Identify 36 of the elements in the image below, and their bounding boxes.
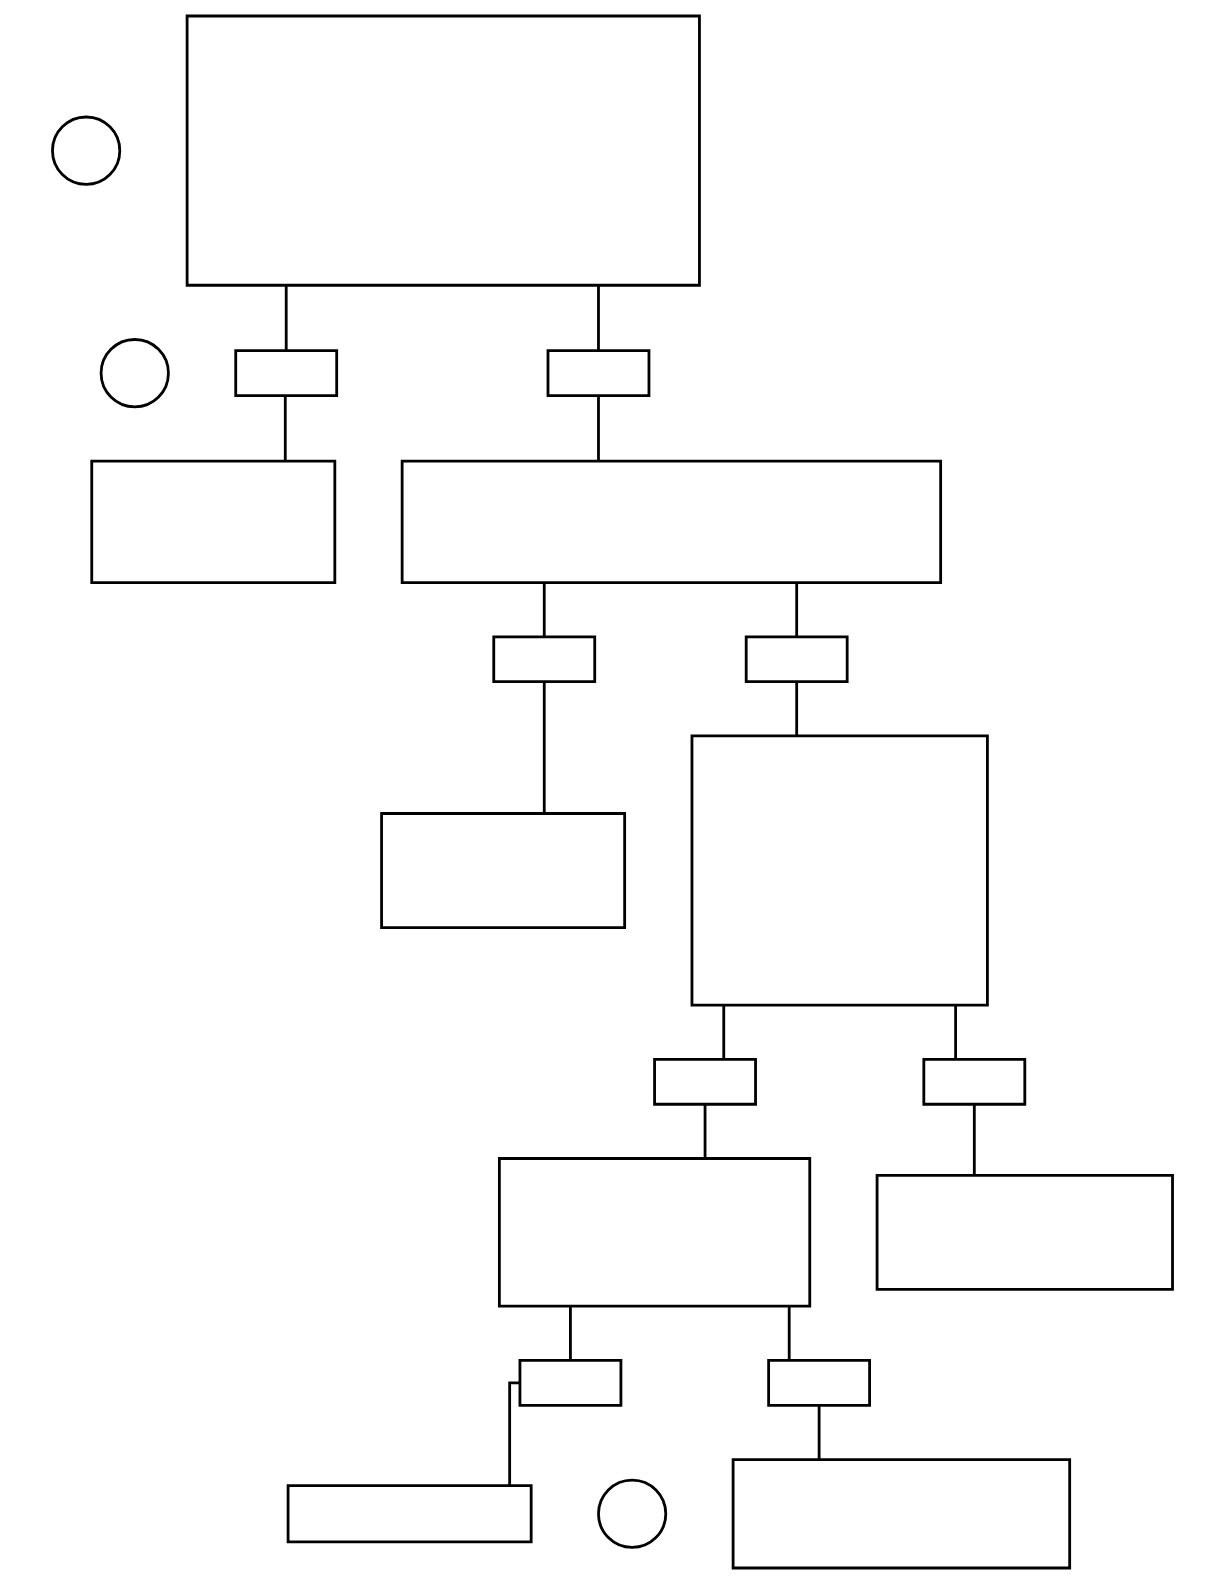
node-box	[379, 812, 626, 929]
node-box	[744, 635, 849, 684]
node-box	[518, 1359, 622, 1407]
node-box	[690, 734, 989, 1007]
connector	[568, 1306, 572, 1361]
connector	[596, 395, 600, 461]
connector	[542, 583, 546, 637]
connector	[787, 1306, 791, 1361]
node-box	[233, 349, 338, 397]
node-circle	[596, 1478, 667, 1549]
node-box	[731, 1458, 1071, 1570]
connector	[794, 583, 798, 637]
node-circle	[50, 115, 121, 186]
node-box	[652, 1058, 757, 1106]
connector	[817, 1405, 820, 1460]
connector	[703, 1104, 706, 1159]
node-box	[497, 1157, 811, 1308]
connector	[507, 1381, 520, 1486]
node-box	[491, 635, 596, 684]
connector	[283, 395, 287, 461]
node-box	[766, 1359, 871, 1407]
connector	[794, 681, 798, 736]
connector	[721, 1005, 725, 1060]
connector	[953, 1005, 957, 1060]
node-box	[185, 14, 701, 287]
connector	[972, 1104, 976, 1175]
node-box	[546, 349, 650, 397]
connector	[284, 285, 288, 351]
node-box	[921, 1058, 1026, 1106]
connector	[542, 681, 546, 814]
node-circle	[99, 338, 170, 409]
connector	[596, 285, 600, 351]
node-box	[400, 459, 942, 584]
node-box	[89, 459, 336, 584]
node-box	[286, 1484, 533, 1544]
node-box	[875, 1173, 1174, 1291]
